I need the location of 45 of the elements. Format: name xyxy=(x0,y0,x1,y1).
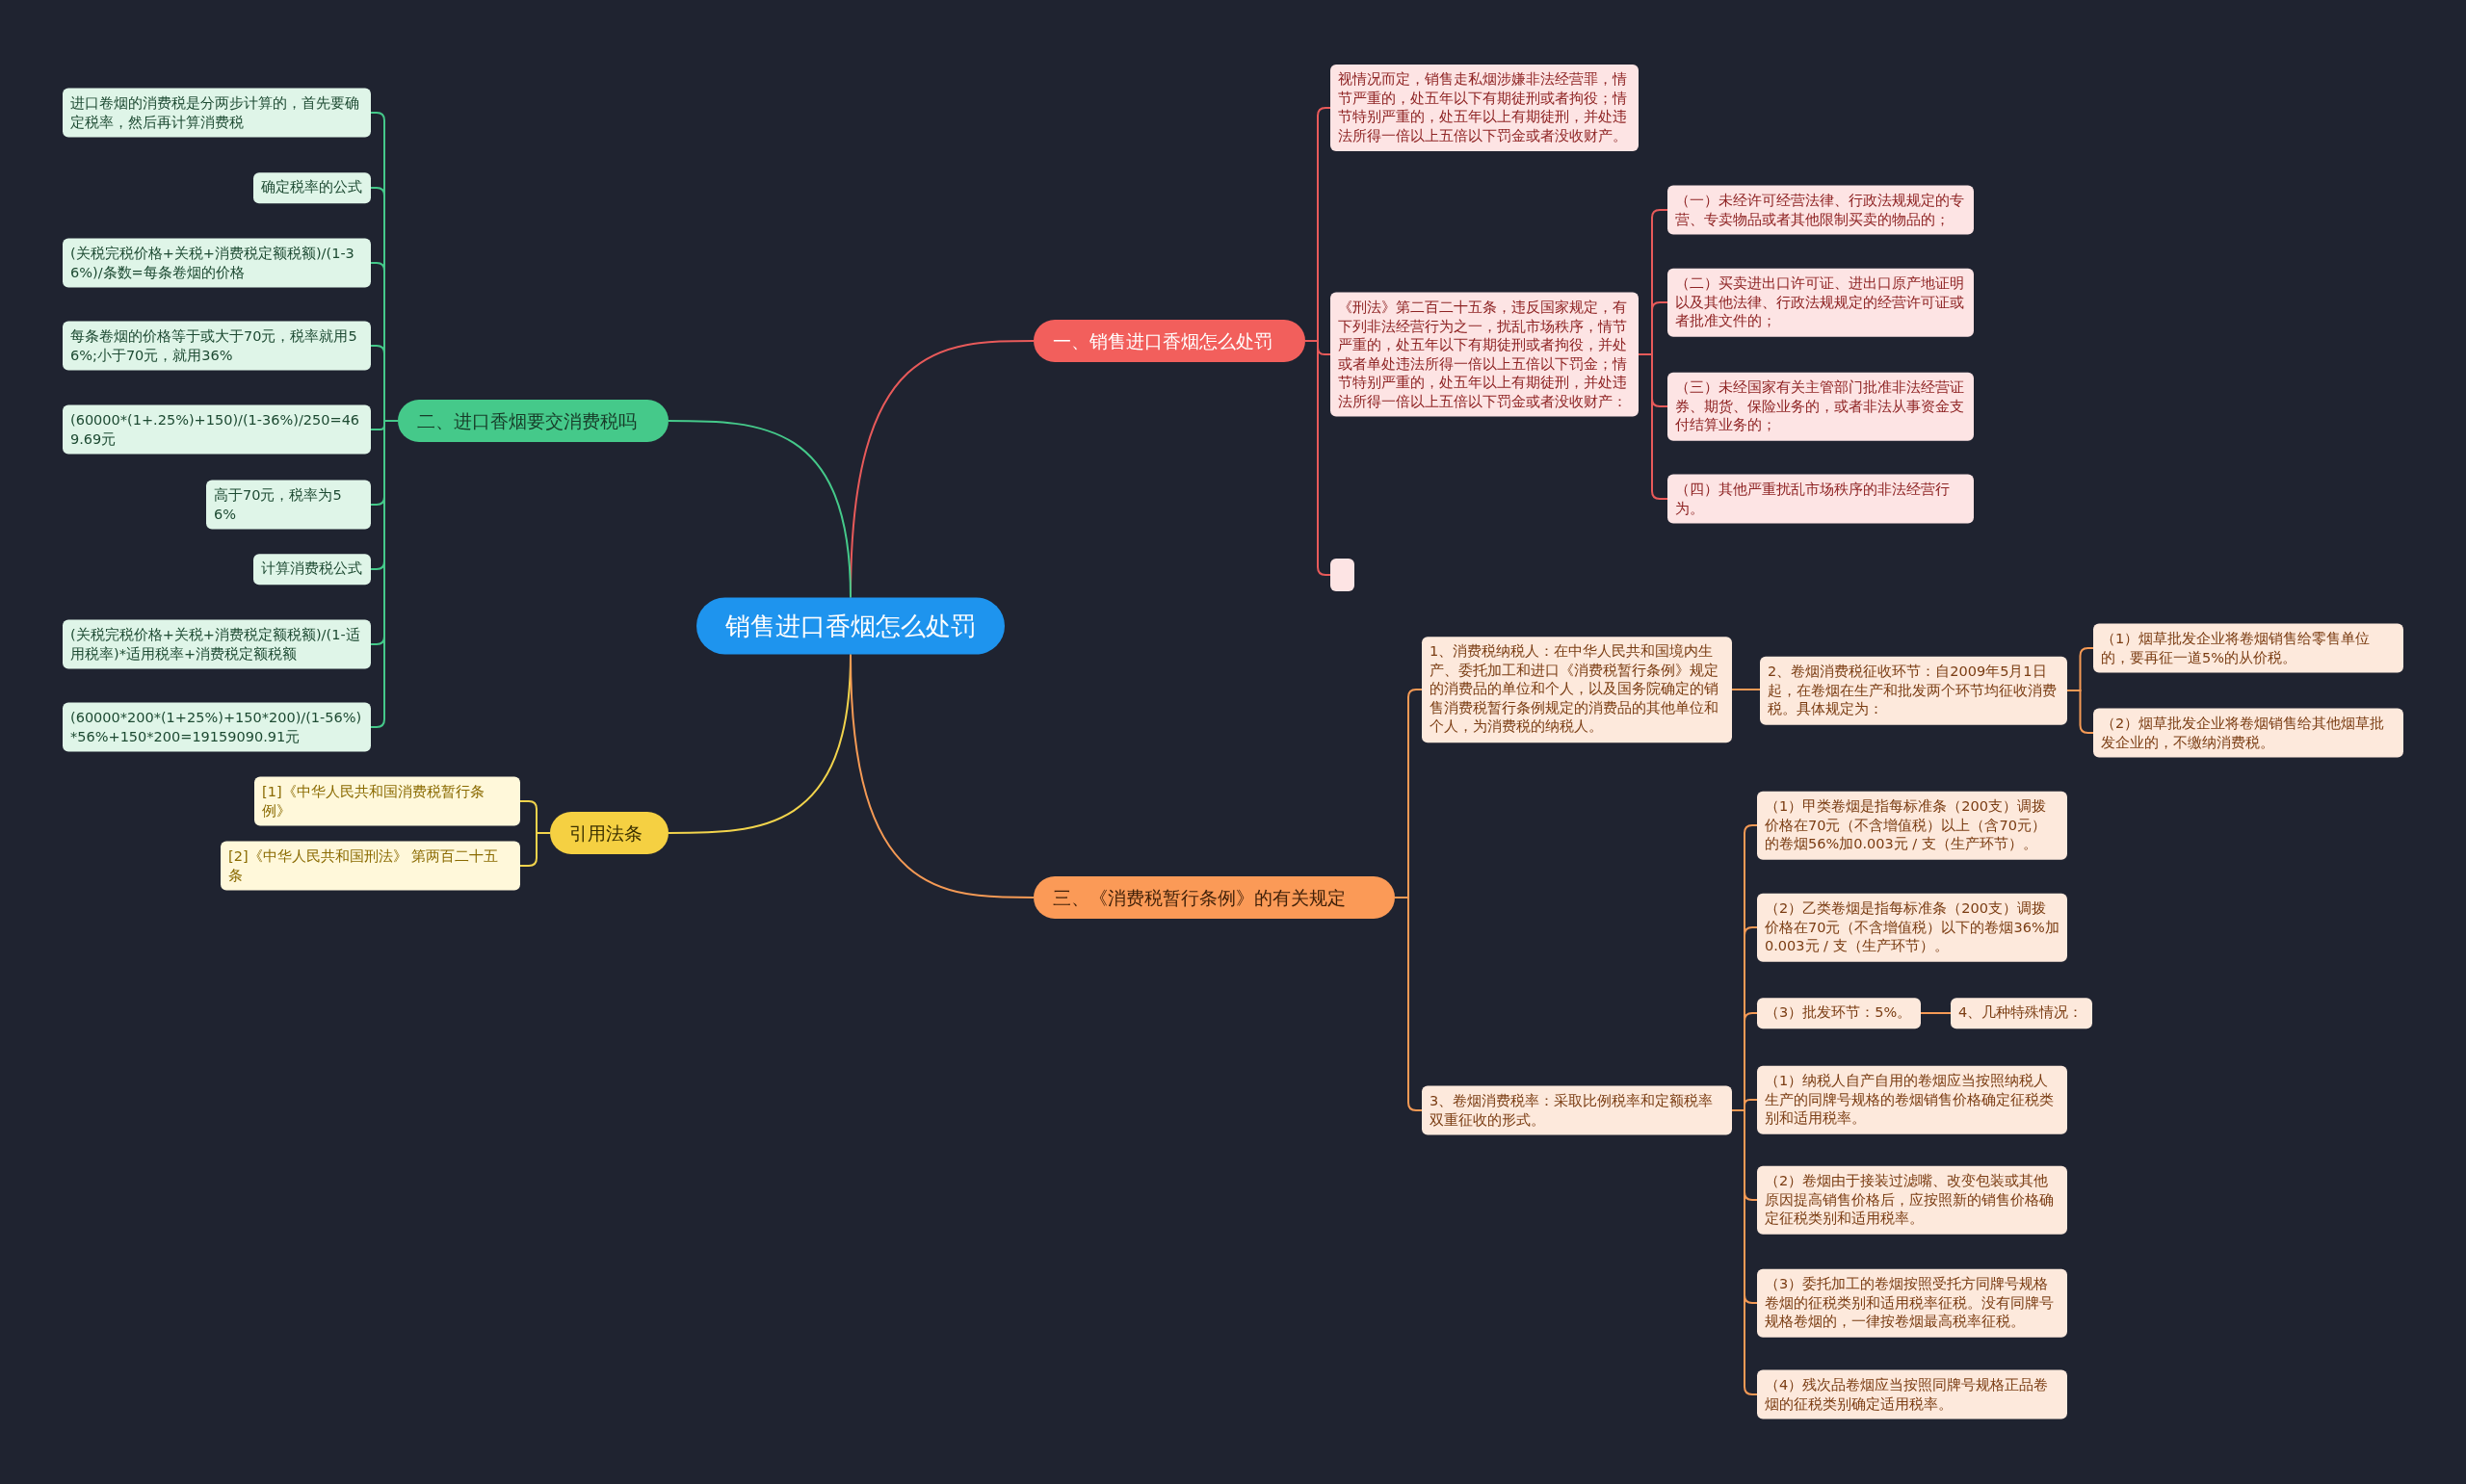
topic-box: (关税完税价格+关税+消费税定额税额)/(1-36%)/条数=每条卷烟的价格 xyxy=(63,238,371,288)
topic-box: （3）批发环节：5%。 xyxy=(1757,998,1921,1028)
topic-box: 3、卷烟消费税率：采取比例税率和定额税率双重征收的形式。 xyxy=(1422,1085,1732,1135)
connector-line xyxy=(2066,690,2094,734)
connector-line xyxy=(1394,897,1423,1111)
topic-box: 《刑法》第二百二十五条，违反国家规定，有下列非法经营行为之一，扰乱市场秩序，情节严重的，处五年以下有期徒刑或者拘役，并处或者单处违法所得一倍以上五倍以下罚金；情节特别严重的，处五年以上有期徒刑，并处违法所得一倍以上五倍以下罚金或者没收财产： xyxy=(1330,292,1639,417)
branch-topic: 二、进口香烟要交消费税吗 xyxy=(398,400,669,442)
topic-box: （1）甲类卷烟是指每标准条（200支）调拨价格在70元（不含增值税）以上（含70元）的卷烟56%加0.003元 / 支（生产环节）。 xyxy=(1757,791,2067,860)
topic-box: （一）未经许可经营法律、行政法规规定的专营、专卖物品或者其他限制买卖的物品的； xyxy=(1667,185,1974,235)
topic-box: 计算消费税公式 xyxy=(253,554,371,585)
topic-box: 1、消费税纳税人：在中华人民共和国境内生产、委托加工和进口《消费税暂行条例》规定的消费品的单位和个人，以及国务院确定的销售消费税暂行条例规定的消费品的其他单位和个人，为消费税的纳税人。 xyxy=(1422,637,1732,742)
topic-box: [2]《中华人民共和国刑法》 第两百二十五条 xyxy=(221,841,520,891)
topic-box: 2、卷烟消费税征收环节：自2009年5月1日起，在卷烟在生产和批发两个环节均征收消费税。具体规定为： xyxy=(1760,656,2067,725)
connector-line xyxy=(1731,1109,1758,1395)
topic-box: 进口卷烟的消费税是分两步计算的，首先要确定税率，然后再计算消费税 xyxy=(63,88,371,138)
topic-box: （4）残次品卷烟应当按照同牌号规格正品卷烟的征税类别确定适用税率。 xyxy=(1757,1369,2067,1419)
topic-box: 确定税率的公式 xyxy=(253,172,371,203)
topic-box: （三）未经国家有关主管部门批准非法经营证券、期货、保险业务的，或者非法从事资金支付结算业务的； xyxy=(1667,372,1974,441)
central-topic: 销售进口香烟怎么处罚 xyxy=(696,597,1005,655)
topic-box: (60000*200*(1+25%)+150*200)/(1-56%)*56%+150*200=19159090.91元 xyxy=(63,702,371,752)
topic-box: （2）烟草批发企业将卷烟销售给其他烟草批发企业的，不缴纳消费税。 xyxy=(2093,708,2403,758)
topic-box: 每条卷烟的价格等于或大于70元，税率就用56%;小于70元，就用36% xyxy=(63,321,371,371)
topic-box: (60000*(1+.25%)+150)/(1-36%)/250=469.69元 xyxy=(63,404,371,455)
topic-box xyxy=(1330,559,1354,591)
connector-line xyxy=(370,420,399,728)
branch-topic: 三、《消费税暂行条例》的有关规定 xyxy=(1034,876,1395,919)
topic-box: （四）其他严重扰乱市场秩序的非法经营行为。 xyxy=(1667,474,1974,524)
connector-line xyxy=(1920,1012,1952,1014)
connector-line xyxy=(850,653,1035,898)
connector-line xyxy=(1731,689,1761,690)
connector-line xyxy=(668,420,852,599)
topic-box: 4、几种特殊情况： xyxy=(1951,998,2092,1028)
connector-line xyxy=(1638,353,1668,500)
topic-box: 视情况而定，销售走私烟涉嫌非法经营罪，情节严重的，处五年以下有期徒刑或者拘役；情节特别严重的，处五年以上有期徒刑，并处违法所得一倍以上五倍以下罚金或者没收财产。 xyxy=(1330,65,1639,151)
topic-box: （3）委托加工的卷烟按照受托方同牌号规格卷烟的征税类别和适用税率征税。没有同牌号规格卷烟的，一律按卷烟最高税率征税。 xyxy=(1757,1268,2067,1338)
branch-topic: 引用法条 xyxy=(550,812,669,854)
branch-topic: 一、销售进口香烟怎么处罚 xyxy=(1034,320,1305,362)
topic-box: （二）买卖进出口许可证、进出口原产地证明以及其他法律、行政法规规定的经营许可证或者批准文件的； xyxy=(1667,268,1974,337)
topic-box: 高于70元，税率为56% xyxy=(206,480,371,530)
topic-box: （2）乙类卷烟是指每标准条（200支）调拨价格在70元（不含增值税）以下的卷烟36%加0.003元 / 支（生产环节）。 xyxy=(1757,893,2067,962)
topic-box: （1）烟草批发企业将卷烟销售给零售单位的，要再征一道5%的从价税。 xyxy=(2093,623,2403,673)
topic-box: （2）卷烟由于接装过滤嘴、改变包装或其他原因提高销售价格后，应按照新的销售价格确定征税类别和适用税率。 xyxy=(1757,1165,2067,1235)
topic-box: （1）纳税人自产自用的卷烟应当按照纳税人生产的同牌号规格的卷烟销售价格确定征税类别和适用税率。 xyxy=(1757,1065,2067,1134)
topic-box: [1]《中华人民共和国消费税暂行条例》 xyxy=(254,776,520,826)
topic-box: (关税完税价格+关税+消费税定额税额)/(1-适用税率)*适用税率+消费税定额税额 xyxy=(63,619,371,669)
